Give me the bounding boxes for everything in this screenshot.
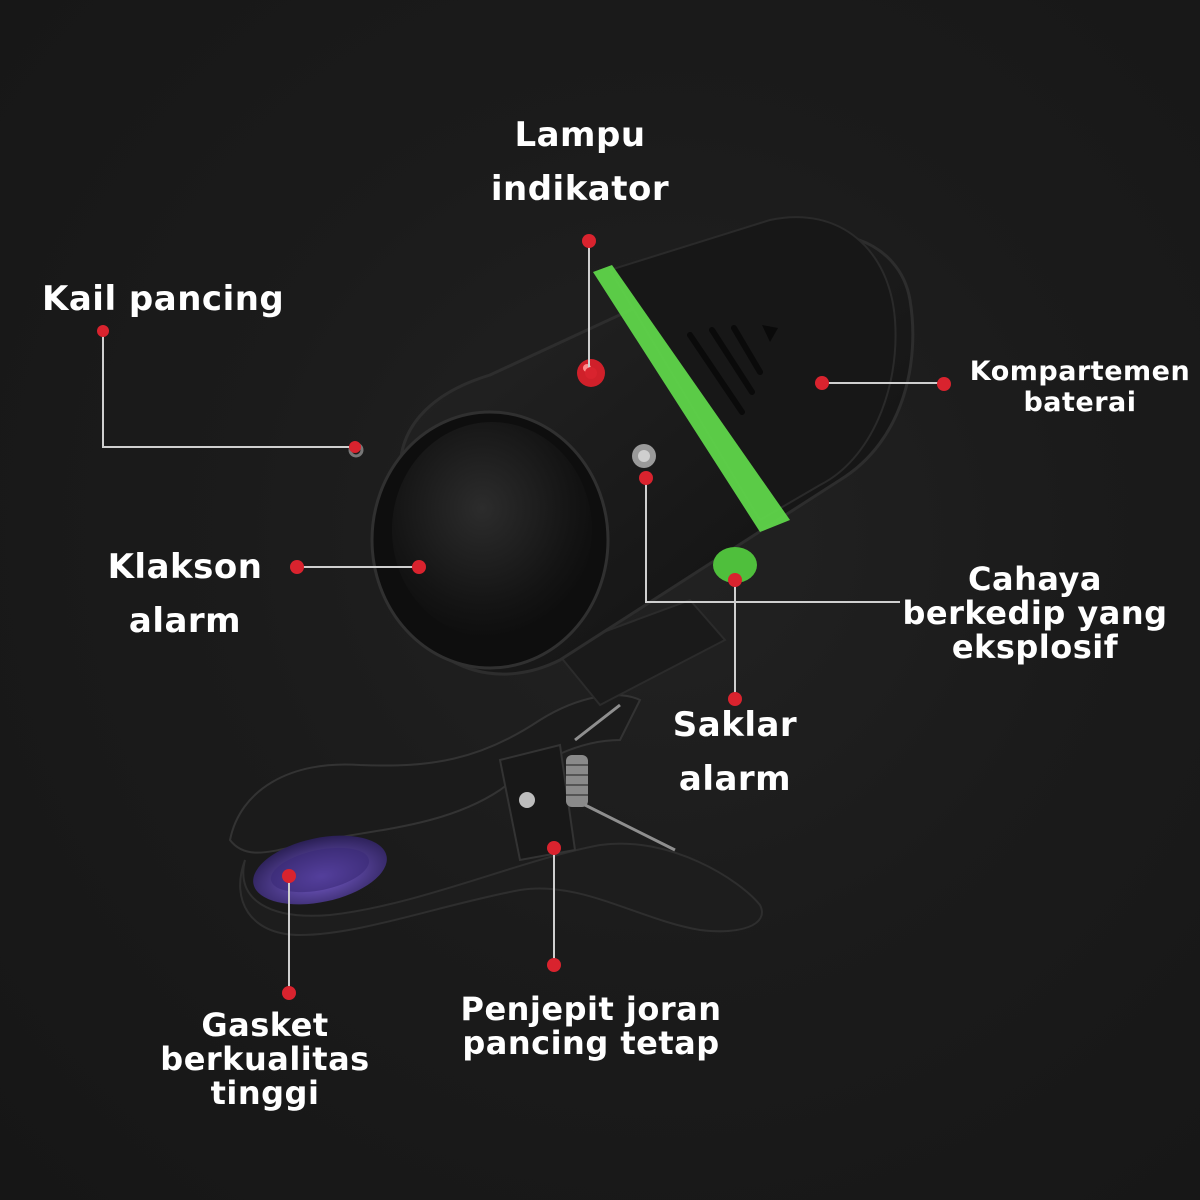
clip-jaw-lower — [239, 842, 763, 937]
label-klakson-alarm: Klakson alarm — [95, 540, 275, 648]
clip-hinge — [498, 703, 676, 862]
label-line: indikator — [490, 169, 670, 209]
gasket — [253, 835, 387, 905]
label-line: tinggi — [210, 1074, 320, 1112]
label-line: Lampu — [514, 115, 646, 155]
label-line: alarm — [678, 759, 792, 799]
label-line: berkualitas — [160, 1040, 370, 1078]
label-line: eksplosif — [951, 628, 1119, 666]
label-line: Saklar — [672, 705, 798, 745]
label-cahaya-berkedip: Cahaya berkedip yang eksplosif — [880, 562, 1190, 664]
label-line: Kail pancing — [42, 279, 285, 319]
label-line: Cahaya — [968, 560, 1102, 598]
label-kail-pancing: Kail pancing — [42, 272, 292, 326]
leader-dots — [97, 234, 951, 1000]
label-line: Klakson — [107, 547, 263, 587]
arrow-engraving — [687, 325, 778, 415]
alarm-body — [348, 216, 915, 676]
mount-block — [553, 598, 727, 707]
label-line: pancing tetap — [462, 1024, 720, 1062]
label-line: alarm — [128, 601, 242, 641]
label-kompartemen-baterai: Kompartemen baterai — [962, 356, 1198, 418]
label-line: baterai — [1023, 387, 1137, 418]
label-saklar-alarm: Saklar alarm — [650, 698, 820, 806]
label-line: Penjepit joran — [460, 990, 722, 1028]
label-line: Gasket — [201, 1006, 329, 1044]
leader-lines — [102, 241, 944, 993]
label-gasket: Gasket berkualitas tinggi — [140, 1008, 390, 1110]
label-line: Kompartemen — [969, 356, 1191, 387]
label-penjepit-joran: Penjepit joran pancing tetap — [450, 992, 732, 1060]
label-line: berkedip yang — [902, 594, 1168, 632]
label-lampu-indikator: Lampu indikator — [480, 108, 680, 216]
